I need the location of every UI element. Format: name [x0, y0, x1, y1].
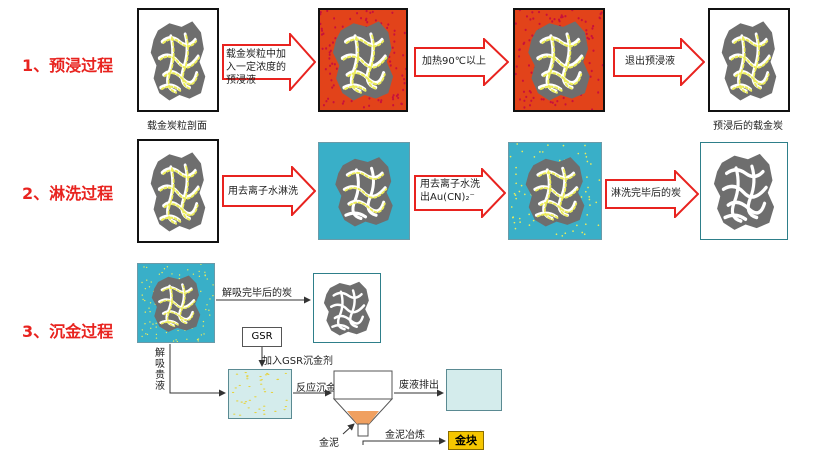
label-add-gsr: 加入GSR沉金剂 [262, 356, 334, 367]
label-gold-mud-smelting: 金泥冶炼 [385, 430, 425, 441]
caption-loaded-carbon-section: 载金炭粒剖面 [147, 121, 207, 132]
arrow-label-remove-preleach: 退出预浸液 [625, 56, 675, 67]
panel-desorbed-carbon-source [137, 263, 215, 343]
label-reaction-precipitation: 反应沉金 [296, 383, 336, 394]
arrow-elute-aucn: 用去离子水洗出Au(CN)₂⁻ [414, 168, 506, 218]
arrow-rinse-di-water: 用去离子水淋洗 [222, 166, 316, 216]
arrow-label-heat: 加热90℃以上 [422, 56, 486, 67]
arrow-label-rinse-di-water: 用去离子水淋洗 [228, 186, 298, 197]
settler-hopper [333, 370, 393, 450]
arrow-label-elute-aucn: 用去离子水洗出Au(CN)₂⁻ [420, 179, 480, 203]
stage-title-precipitation: 3、沉金过程 [22, 322, 114, 341]
label-pregnant-solution: 解吸贵液 [155, 348, 165, 392]
panel-carbon-in-preleach [318, 8, 408, 112]
panel-preleached-carbon [708, 8, 790, 112]
panel-desorbed-carbon [313, 273, 381, 343]
panel-rinsing-carbon [318, 142, 410, 240]
stage-title-rinse: 2、淋洗过程 [22, 184, 114, 203]
stage-title-preleach: 1、预浸过程 [22, 56, 114, 75]
panel-precipitation-tank [228, 369, 292, 419]
arrow-label-add-preleach: 载金炭粒中加入一定浓度的预浸液 [226, 49, 286, 86]
panel-rinsed-carbon [700, 142, 788, 240]
label-waste-discharge: 废液排出 [399, 380, 439, 391]
gold-ingot: 金块 [448, 431, 484, 450]
caption-preleached-carbon: 预浸后的载金炭 [713, 121, 783, 132]
panel-heated-preleach [513, 8, 605, 112]
arrow-rinsed-carbon: 淋洗完毕后的炭 [605, 170, 699, 218]
label-gold-mud: 金泥 [319, 438, 339, 449]
arrow-heat: 加热90℃以上 [414, 38, 509, 86]
panel-loaded-carbon [137, 8, 219, 112]
label-desorbed-carbon: 解吸完毕后的炭 [222, 288, 292, 299]
panel-waste-tank [446, 369, 502, 411]
flow-line-pregnant-solution [169, 344, 226, 397]
arrow-label-rinsed-carbon: 淋洗完毕后的炭 [611, 188, 681, 199]
arrow-add-preleach: 载金炭粒中加入一定浓度的预浸液 [222, 33, 316, 91]
arrow-remove-preleach: 退出预浸液 [613, 38, 705, 86]
panel-preleached-before-rinse [137, 139, 219, 243]
panel-eluate-carbon [508, 142, 602, 240]
gsr-reagent-box: GSR [242, 327, 282, 347]
